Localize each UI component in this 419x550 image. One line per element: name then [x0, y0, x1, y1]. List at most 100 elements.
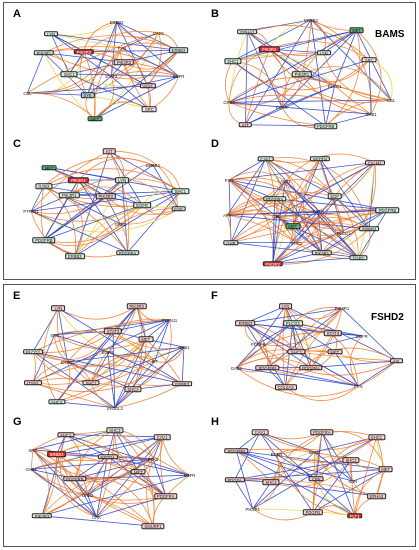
edge: [32, 449, 108, 458]
edge: [258, 308, 343, 346]
edge: [272, 216, 277, 264]
edge: [292, 322, 335, 353]
node-f-col6a3: COL6A3: [274, 384, 297, 390]
node-d-egf: EGF: [327, 193, 342, 199]
edge: [232, 19, 312, 62]
node-e-egfr: EGFR: [101, 349, 114, 355]
node-d-plcg1: PLCG1: [336, 230, 351, 236]
edge: [230, 158, 321, 243]
node-b-pdgfrb: PDGFRB: [313, 123, 338, 129]
edge: [228, 59, 370, 103]
edge: [114, 429, 139, 472]
edge: [312, 459, 352, 513]
node-c-egf: EGF: [171, 205, 186, 212]
edge: [49, 167, 181, 192]
edge: [83, 21, 117, 52]
node-a-pik3r1: PIK3R1: [33, 49, 55, 56]
edge: [259, 431, 355, 517]
node-c-shc1: SHC1: [171, 188, 189, 194]
edge: [269, 29, 357, 50]
edge: [321, 432, 356, 516]
edge: [227, 191, 335, 216]
edge: [234, 478, 377, 497]
edge: [32, 364, 183, 384]
node-f-pik3r1: PIK3R1: [334, 306, 350, 312]
edge: [285, 306, 359, 387]
node-e-itsn1: ITSN1: [23, 379, 42, 386]
node-a-src: SRC: [141, 106, 157, 113]
node-e-shc1: SHC1: [82, 379, 100, 386]
edge: [121, 47, 179, 77]
edge: [229, 101, 282, 108]
edge: [334, 195, 359, 258]
node-e-met: MET: [138, 336, 154, 342]
node-g-smurf1: SMURF1: [141, 523, 165, 529]
edge: [270, 456, 386, 483]
edge: [292, 225, 359, 258]
node-c-met: MET: [41, 164, 57, 171]
edge: [74, 477, 154, 527]
node-h-epha2: EPHA2: [366, 493, 387, 499]
edge: [110, 22, 118, 77]
node-e-shc2: SHC2: [124, 386, 142, 393]
node-h-cav1: CAV1: [251, 429, 269, 435]
edge: [227, 209, 294, 227]
edge: [109, 151, 130, 253]
node-e-ptpn11: PTPN11: [161, 318, 178, 323]
edge: [94, 76, 179, 120]
edge: [245, 124, 326, 127]
node-d-akt1: AKT1: [280, 179, 291, 185]
edge: [358, 360, 397, 387]
edge: [270, 459, 352, 488]
node-h-pik3r1: PIK3R1: [245, 507, 260, 513]
node-b-pik3r2: PIK3R2: [258, 46, 280, 52]
edge: [56, 360, 156, 403]
edge: [94, 101, 150, 120]
edge: [258, 322, 294, 345]
node-f-pdgfb: PDGFB: [251, 341, 266, 347]
frame-bams: [3, 2, 416, 280]
edge: [30, 459, 139, 473]
node-h-shc2: SHC2: [342, 457, 360, 463]
node-d-pdgfrb: PDGFRB: [375, 207, 400, 213]
edge: [236, 450, 317, 480]
edge: [32, 334, 56, 383]
edge: [376, 436, 383, 497]
edge: [58, 308, 68, 363]
node-g-src: SRC: [28, 447, 38, 453]
edge: [272, 257, 359, 265]
edge: [245, 322, 363, 337]
node-d-egfr: EGFR: [312, 209, 325, 215]
node-f-met: MET: [327, 348, 343, 355]
edge: [229, 99, 392, 103]
node-c-erbb3: ERBB3: [64, 253, 85, 259]
edge: [96, 458, 154, 518]
edge: [356, 30, 392, 101]
edge: [245, 49, 270, 125]
node-h-pdgfra: PDGFRA: [310, 429, 334, 435]
edge: [87, 75, 179, 96]
edge: [228, 179, 344, 233]
node-b-pik3r1: PIK3R1: [291, 71, 313, 77]
edge: [310, 19, 326, 126]
edge: [41, 456, 108, 517]
edge: [43, 185, 76, 257]
edge: [94, 50, 179, 120]
node-g-shc1: SHC1: [57, 431, 75, 438]
edge: [245, 31, 248, 125]
edge: [245, 305, 286, 324]
node-e-lyn: LYN: [51, 305, 66, 312]
edge: [317, 210, 359, 258]
group-title-bams: BAMS: [375, 29, 405, 40]
node-f-axl: AXL: [389, 358, 404, 364]
edge: [41, 478, 166, 517]
edge: [30, 469, 97, 518]
edge: [356, 30, 382, 115]
edge: [247, 31, 392, 101]
edge: [30, 208, 179, 233]
edge: [55, 454, 97, 518]
edge: [83, 51, 96, 119]
node-e-shc3: SHC3: [47, 399, 66, 405]
edge: [301, 66, 392, 101]
